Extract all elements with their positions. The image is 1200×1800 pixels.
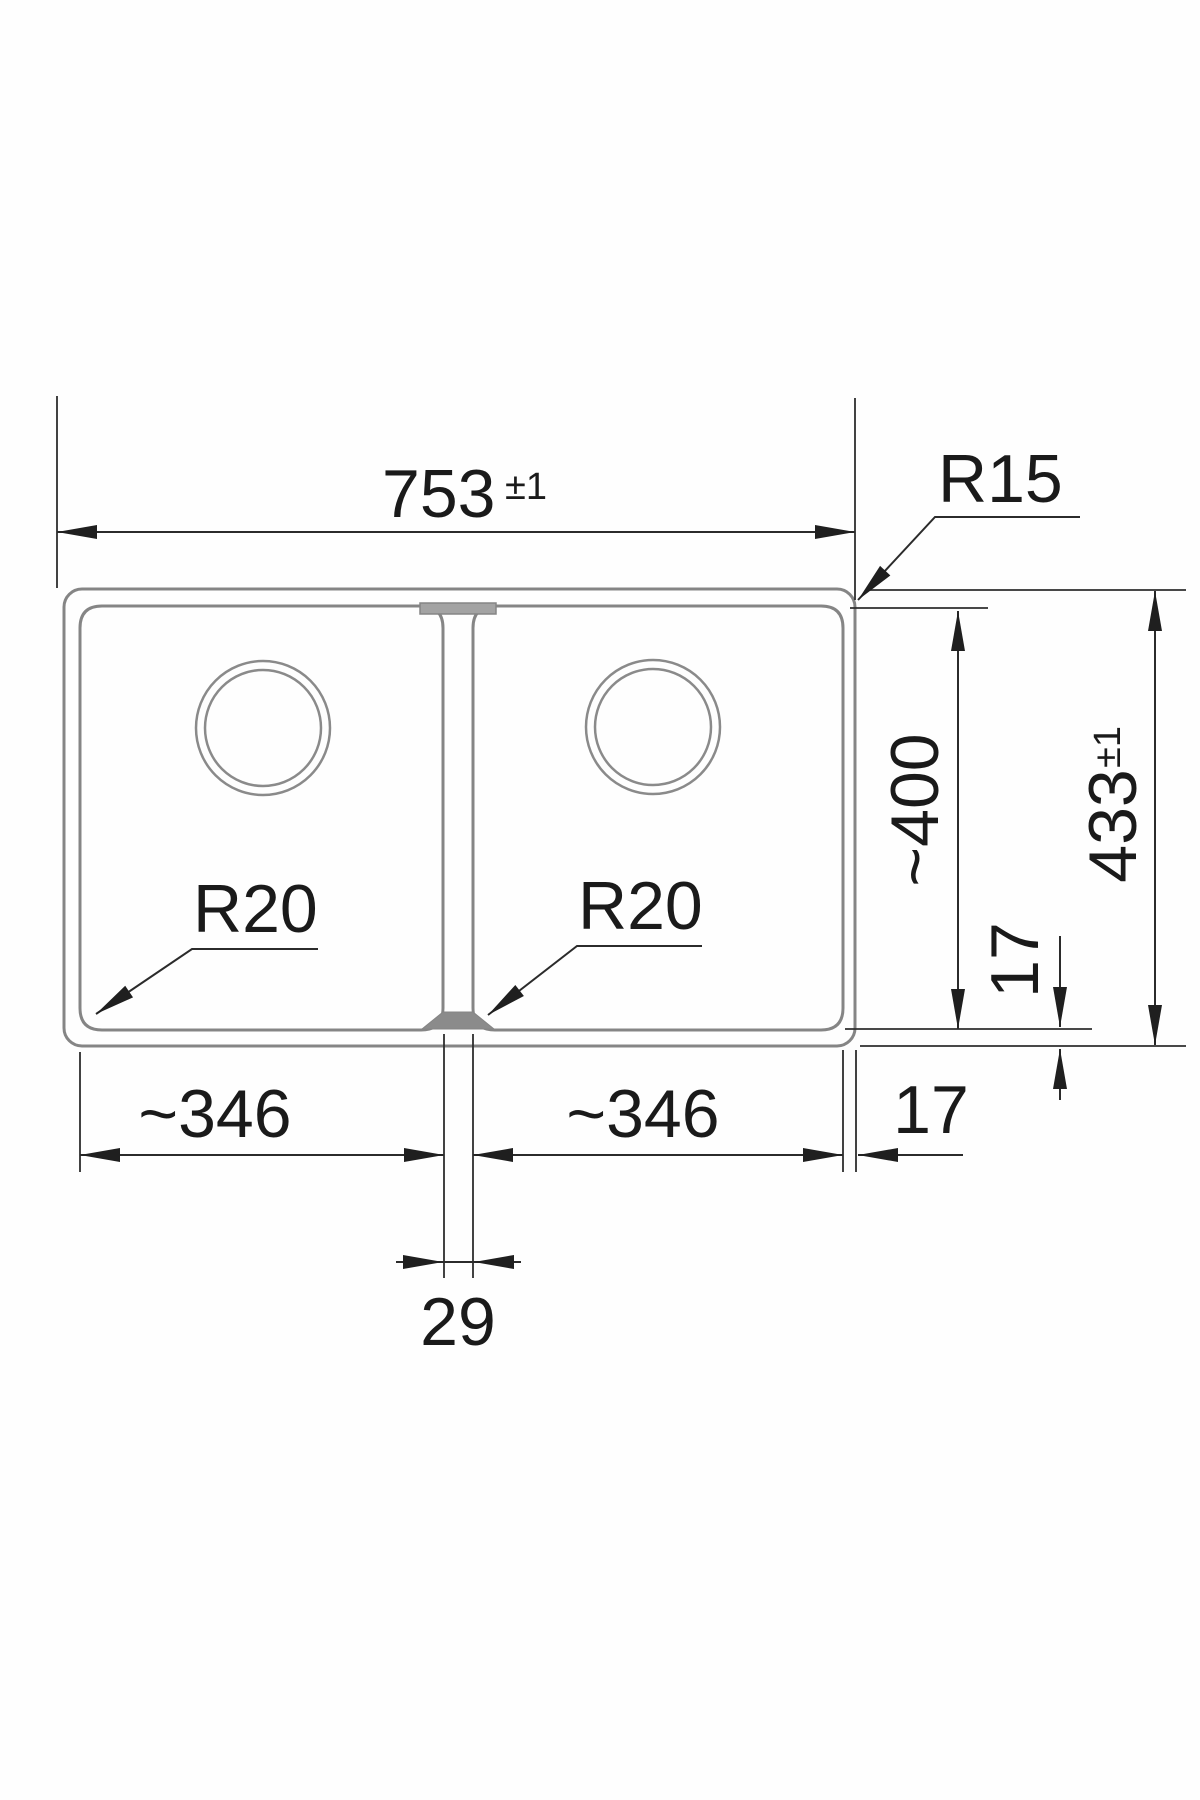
label-left-bowl-width: ~346 (138, 1076, 291, 1152)
label-right-bowl-width: ~346 (566, 1076, 719, 1152)
right-drain-inner-circle (593, 667, 713, 787)
label-overall-width-tolerance: ±1 (505, 466, 547, 508)
label-rim-offset-right: 17 (893, 1072, 969, 1148)
label-divider-width: 29 (420, 1284, 496, 1360)
divider-bottom-cap (420, 1011, 496, 1030)
sink-outline-group (62, 587, 857, 1048)
label-corner-radius-left-bowl: R20 (193, 871, 318, 947)
label-corner-radius-outer: R15 (938, 441, 1063, 517)
right-drain-outer-circle (584, 658, 722, 796)
leader-lines (95, 516, 1080, 1016)
label-overall-depth: 433 (1075, 769, 1151, 882)
dimension-lines (57, 525, 1162, 1269)
label-bowl-depth: ~400 (877, 733, 953, 886)
extension-lines (56, 396, 1186, 1278)
left-drain-outer-circle (194, 659, 332, 797)
sink-outer-rim (62, 587, 857, 1048)
left-drain-inner-circle (203, 668, 323, 788)
divider-top-cap (419, 602, 497, 615)
dimension-labels: 753 ±1 R15 R20 R20 ~400 433 ±1 17 ~346 ~… (138, 441, 1151, 1360)
label-overall-width: 753 (382, 456, 495, 532)
label-rim-offset-bottom: 17 (977, 922, 1053, 998)
left-bowl-outline (78, 604, 445, 1032)
leader-r15 (857, 516, 1080, 601)
label-overall-depth-tolerance: ±1 (1087, 726, 1129, 768)
right-bowl-outline (471, 604, 845, 1032)
label-corner-radius-right-bowl: R20 (578, 868, 703, 944)
leader-r20-left (95, 948, 318, 1015)
leader-r20-right (487, 945, 702, 1016)
